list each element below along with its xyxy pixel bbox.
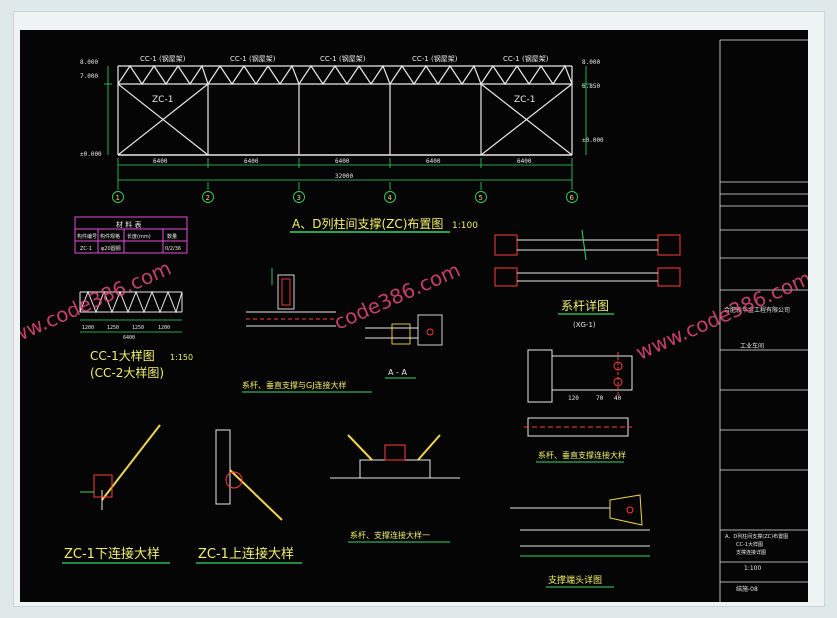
bracing-label-right: ZC-1 — [514, 95, 535, 105]
axis-6: 6 — [570, 194, 575, 202]
section-aa-detail — [365, 314, 443, 346]
span-5: 6400 — [517, 158, 532, 165]
cad-drawing-sheet: CC-1 (钢屋架) CC-1 (钢屋架) CC-1 (钢屋架) CC-1 (钢… — [20, 30, 808, 602]
axis-5: 5 — [479, 194, 483, 202]
table-header-4: 数量 — [167, 233, 177, 240]
cc1-truss — [79, 290, 183, 314]
cc1-dim-3: 1250 — [132, 325, 144, 331]
title-block — [719, 39, 808, 602]
title-block-drawing-title: A、D列柱间支撑(ZC)布置图 — [725, 533, 788, 540]
cad-canvas: CC-1 (钢屋架) CC-1 (钢屋架) CC-1 (钢屋架) CC-1 (钢… — [20, 39, 808, 602]
table-cell-1: ZC-1 — [80, 246, 92, 252]
total-span: 32000 — [335, 173, 353, 180]
table-header-1: 构件编号 — [77, 233, 97, 240]
gj-connection-detail — [246, 268, 336, 327]
bracing-elevation — [117, 64, 573, 156]
vert-brace-label: 系杆、垂直支撑连接大样 — [538, 450, 626, 460]
axis-3: 3 — [297, 194, 301, 202]
cc1-dimensions — [80, 319, 182, 333]
watermark-left: www.code386.com — [20, 256, 175, 355]
end-plate-detail — [510, 494, 650, 557]
title-block-drawing-sub: CC-1大样图 — [736, 541, 763, 548]
elevation-label-3: CC-1 (钢屋架) — [320, 54, 366, 63]
tie-rod-title: 系杆详图 — [561, 298, 609, 313]
zc1-lower-title: ZC-1下连接大样 — [64, 546, 160, 562]
tie-rod-sub: (XG-1) — [573, 321, 596, 329]
tie-rod-elevation — [494, 229, 681, 287]
table-header-2: 构件规格 — [100, 233, 120, 240]
axis-bubbles — [112, 191, 578, 203]
title-block-project: 工业车间 — [740, 342, 764, 350]
vertical-brace-detail — [524, 349, 633, 437]
level-left-2: 7.000 — [80, 73, 98, 80]
gj-connection-label: 系杆、垂直支撑与GJ连接大样 — [242, 380, 347, 390]
zc1-upper-detail — [215, 429, 283, 521]
cc2-subtitle: (CC-2大样图) — [90, 365, 164, 380]
main-title-scale: 1:100 — [452, 221, 478, 231]
section-aa-label: A - A — [388, 368, 407, 377]
axis-2: 2 — [206, 194, 210, 202]
zc1-upper-title: ZC-1上连接大样 — [198, 546, 294, 562]
level-right-1: 8.000 — [582, 59, 600, 66]
vert-dim-1: 120 — [568, 395, 579, 402]
material-table — [74, 216, 188, 254]
level-right-3: 6.850 — [582, 83, 600, 90]
span-4: 6400 — [426, 158, 441, 165]
axis-1: 1 — [116, 194, 120, 202]
bracing-joint-detail — [330, 434, 460, 479]
cc1-scale: 1:150 — [170, 353, 193, 362]
main-title: A、D列柱间支撑(ZC)布置图 — [292, 216, 443, 231]
elevation-label-4: CC-1 (钢屋架) — [412, 54, 458, 63]
cc1-dim-2: 1250 — [107, 325, 119, 331]
table-cell-4: 0/2/36 — [165, 246, 181, 252]
vert-dim-3: 40 — [614, 395, 622, 402]
axis-4: 4 — [388, 194, 393, 202]
joint-label: 系杆、支撑连接大样一 — [350, 530, 430, 540]
elevation-label-5: CC-1 (钢屋架) — [503, 54, 549, 63]
table-header-3: 长度(mm) — [127, 233, 151, 240]
level-right-4: ±0.000 — [582, 137, 604, 144]
elevation-label-1: CC-1 (钢屋架) — [140, 54, 186, 63]
span-1: 6400 — [153, 158, 168, 165]
span-3: 6400 — [335, 158, 350, 165]
zc1-lower-detail — [80, 424, 161, 510]
table-cell-2: φ20圆钢 — [101, 245, 121, 252]
span-2: 6400 — [244, 158, 259, 165]
table-title: 材 料 表 — [116, 220, 141, 229]
vert-dim-2: 70 — [596, 395, 604, 402]
axis-numbers: 1 2 3 4 5 6 — [116, 194, 575, 202]
cc1-title: CC-1大样图 — [90, 348, 155, 363]
title-block-drawing-no: 结施-08 — [736, 585, 758, 593]
span-dimension-text: 6400 6400 6400 6400 6400 32000 — [153, 158, 532, 180]
elevation-dimensions — [104, 66, 590, 190]
cc1-dim-4: 1200 — [158, 325, 170, 331]
elevation-top-labels: CC-1 (钢屋架) CC-1 (钢屋架) CC-1 (钢屋架) CC-1 (钢… — [140, 54, 549, 105]
end-plate-label: 支撑端头详图 — [548, 574, 602, 586]
level-left-1: 8.000 — [80, 59, 98, 66]
elevation-levels: 8.000 7.000 ±0.000 8.000 6.850 ±0.000 — [80, 59, 604, 158]
level-left-4: ±0.000 — [80, 151, 102, 158]
title-block-drawing-sub2: 支撑连接详图 — [736, 549, 766, 556]
title-block-company: 合肥新华金工程有限公司 — [724, 306, 790, 314]
watermark-center: code386.com — [330, 258, 464, 335]
cc1-total: 6400 — [123, 335, 135, 341]
elevation-label-2: CC-1 (钢屋架) — [230, 54, 276, 63]
title-block-scale: 1:100 — [744, 565, 761, 572]
bracing-label-left: ZC-1 — [152, 95, 173, 105]
cc1-dim-1: 1200 — [82, 325, 94, 331]
